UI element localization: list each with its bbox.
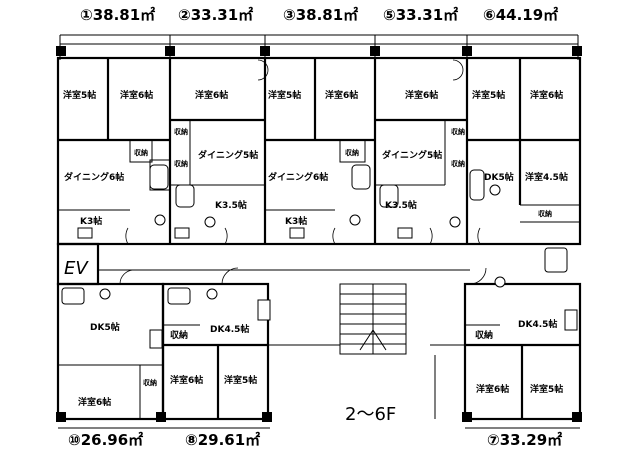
unit-3-area: ③38.81㎡ bbox=[283, 6, 358, 24]
u6-dk: DK5帖 bbox=[484, 171, 514, 183]
u1-storage: 収納 bbox=[134, 148, 148, 157]
u3-dining: ダイニング6帖 bbox=[268, 171, 328, 183]
unit-5-area: ⑤33.31㎡ bbox=[383, 6, 458, 24]
u3-kitchen: K3帖 bbox=[285, 215, 307, 227]
u3-western5: 洋室5帖 bbox=[268, 89, 301, 101]
u6-storage: 収納 bbox=[538, 209, 552, 218]
corridor bbox=[56, 242, 470, 286]
balcony-top bbox=[59, 34, 579, 60]
doors-bottom bbox=[119, 267, 487, 285]
u1-western6: 洋室6帖 bbox=[120, 89, 153, 101]
columns-top bbox=[56, 46, 582, 56]
floor-range-label: 2～6F bbox=[345, 404, 396, 425]
u2-kitchen: K3.5帖 bbox=[215, 199, 247, 211]
u5-western6: 洋室6帖 bbox=[405, 89, 438, 101]
u3-storage: 収納 bbox=[345, 148, 359, 157]
u7-storage: 収納 bbox=[475, 329, 493, 341]
fixtures-bottom bbox=[61, 247, 578, 349]
u2-western6: 洋室6帖 bbox=[195, 89, 228, 101]
unit-10-area: ⑩26.96㎡ bbox=[68, 431, 143, 449]
u6-western45: 洋室4.5帖 bbox=[525, 171, 568, 183]
u2-dining: ダイニング5帖 bbox=[198, 149, 258, 161]
unit-6-area: ⑥44.19㎡ bbox=[483, 6, 558, 24]
u2-storage-b: 収納 bbox=[174, 159, 188, 168]
u7-dk: DK4.5帖 bbox=[518, 318, 557, 330]
u8-dk: DK4.5帖 bbox=[210, 323, 249, 335]
u8-western5: 洋室5帖 bbox=[224, 374, 257, 386]
stairwell bbox=[339, 283, 407, 355]
u1-kitchen: K3帖 bbox=[80, 215, 102, 227]
u10-dk: DK5帖 bbox=[90, 321, 120, 333]
walls-top-block bbox=[56, 56, 582, 246]
u3-western6: 洋室6帖 bbox=[325, 89, 358, 101]
u1-western5: 洋室5帖 bbox=[63, 89, 96, 101]
u5-storage-a: 収納 bbox=[451, 127, 465, 136]
u5-storage-b: 収納 bbox=[451, 159, 465, 168]
fixtures-top bbox=[77, 164, 501, 239]
u7-western5: 洋室5帖 bbox=[530, 383, 563, 395]
u6-western5: 洋室5帖 bbox=[472, 89, 505, 101]
u1-dining: ダイニング6帖 bbox=[64, 171, 124, 183]
u2-storage-a: 収納 bbox=[174, 127, 188, 136]
unit-7-area: ⑦33.29㎡ bbox=[487, 431, 562, 449]
unit-2-area: ②33.31㎡ bbox=[178, 6, 253, 24]
u5-dining: ダイニング5帖 bbox=[382, 149, 442, 161]
u6-western6: 洋室6帖 bbox=[530, 89, 563, 101]
u10-western6: 洋室6帖 bbox=[78, 396, 111, 408]
columns-bottom bbox=[56, 412, 582, 422]
u7-western6: 洋室6帖 bbox=[476, 383, 509, 395]
u8-western6: 洋室6帖 bbox=[170, 374, 203, 386]
walls-bottom-block bbox=[56, 282, 582, 421]
unit-8-area: ⑧29.61㎡ bbox=[185, 431, 260, 449]
elevator-label: EV bbox=[64, 258, 89, 279]
u5-kitchen: K3.5帖 bbox=[385, 199, 417, 211]
unit-1-area: ①38.81㎡ bbox=[80, 6, 155, 24]
doors-top bbox=[125, 59, 481, 245]
u8-storage: 収納 bbox=[170, 329, 188, 341]
u10-storage: 収納 bbox=[143, 378, 157, 387]
